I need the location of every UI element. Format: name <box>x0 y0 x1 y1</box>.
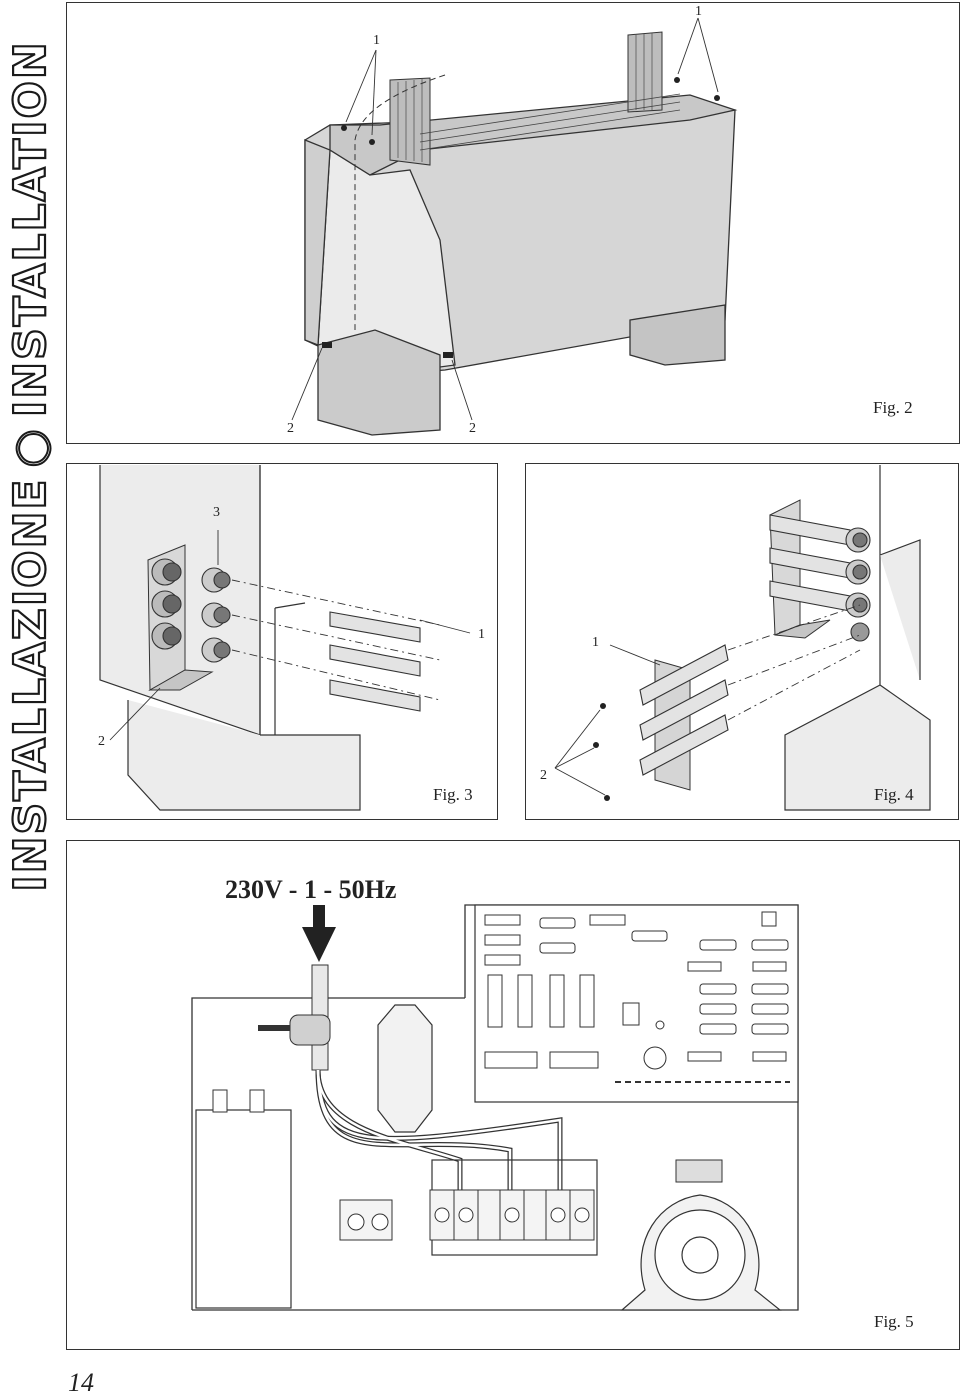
callout-2a: 2 <box>287 421 294 436</box>
figure-2-label: Fig. 2 <box>873 398 913 417</box>
callout-2: 2 <box>540 768 547 783</box>
supply-voltage-label: 230V - 1 - 50Hz <box>225 875 397 904</box>
callout-2: 2 <box>98 734 105 749</box>
callout-1a: 1 <box>373 33 380 48</box>
figure-5-label: Fig. 5 <box>874 1312 914 1331</box>
callout-1: 1 <box>592 635 599 650</box>
figure-4-label: Fig. 4 <box>874 785 914 804</box>
page-number: 14 <box>68 1368 94 1397</box>
callout-3: 3 <box>213 505 220 520</box>
callout-1: 1 <box>478 627 485 642</box>
callout-2b: 2 <box>469 421 476 436</box>
figure-3-label: Fig. 3 <box>433 785 473 804</box>
callout-1b: 1 <box>695 4 702 19</box>
